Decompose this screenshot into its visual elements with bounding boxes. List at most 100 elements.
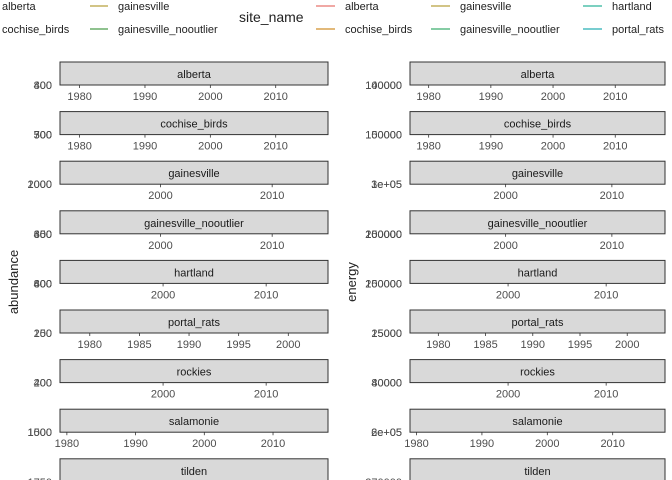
facet-strip bbox=[59, 458, 329, 480]
x-tick-label: 2010 bbox=[600, 190, 624, 202]
facet-strip-label: portal_rats bbox=[168, 317, 220, 329]
legend-left: alberta gainesville cochise_birds gainesvil… bbox=[2, 1, 218, 36]
legend-item: alberta bbox=[316, 1, 380, 13]
legend-item: cochise_birds bbox=[2, 24, 70, 36]
x-tick-label: 2010 bbox=[603, 91, 627, 103]
x-tick-label: 2000 bbox=[148, 240, 172, 252]
x-tick-label: 2000 bbox=[541, 141, 565, 153]
y-axis-label: energy bbox=[344, 262, 359, 302]
facet-strip bbox=[59, 111, 329, 136]
facet-strip bbox=[59, 210, 329, 235]
legend-right: site_name alberta gainesville hartland coch… bbox=[239, 1, 664, 36]
x-tick-label: 2010 bbox=[594, 289, 618, 301]
facet-strip-label: salamonie bbox=[169, 416, 219, 428]
facet-strip-label: salamonie bbox=[512, 416, 562, 428]
y-tick-label: 1000 bbox=[28, 179, 52, 191]
x-tick-label: 1990 bbox=[470, 438, 494, 450]
y-tick-label: 700 bbox=[34, 130, 52, 142]
facet-strip-label: tilden bbox=[181, 466, 207, 478]
x-tick-label: 2000 bbox=[493, 240, 517, 252]
y-tick-label: 25000 bbox=[371, 328, 402, 340]
x-tick-label: 1990 bbox=[133, 91, 157, 103]
x-tick-label: 2010 bbox=[263, 91, 287, 103]
y-tick-label: 800 bbox=[34, 278, 52, 290]
y-tick-label: 450 bbox=[34, 229, 52, 241]
y-tick-label: 200000 bbox=[365, 278, 402, 290]
x-tick-label: 2010 bbox=[600, 438, 624, 450]
x-tick-label: 2000 bbox=[496, 289, 520, 301]
facet-strip bbox=[59, 259, 329, 284]
legend-label: gainesville bbox=[118, 1, 169, 13]
legend-item: gainesville_nooutlier bbox=[90, 24, 218, 36]
facet-strip-label: gainesville bbox=[168, 168, 219, 180]
x-tick-label: 1990 bbox=[479, 141, 503, 153]
y-tick-label: 150000 bbox=[365, 130, 402, 142]
facet-strip bbox=[409, 210, 666, 235]
facet-strip-label: alberta bbox=[177, 69, 212, 81]
y-tick-label: 250000 bbox=[365, 229, 402, 241]
facet-strip-label: hartland bbox=[518, 267, 558, 279]
y-tick-label: 200000 bbox=[365, 229, 402, 241]
y-tick-label: 3e+05 bbox=[371, 179, 402, 191]
legend-item: gainesville bbox=[431, 1, 511, 13]
legend-item: alberta bbox=[2, 1, 37, 13]
x-tick-label: 2010 bbox=[254, 289, 278, 301]
x-tick-label: 2000 bbox=[541, 91, 565, 103]
x-tick-label: 2000 bbox=[198, 91, 222, 103]
y-tick-label: 500 bbox=[34, 130, 52, 142]
x-tick-label: 2010 bbox=[260, 240, 284, 252]
legend-label: gainesville_nooutlier bbox=[460, 24, 560, 36]
x-tick-label: 1995 bbox=[568, 339, 592, 351]
facet-strip bbox=[59, 359, 329, 384]
y-tick-label: 40000 bbox=[371, 378, 402, 390]
x-tick-label: 1990 bbox=[521, 339, 545, 351]
x-tick-label: 1980 bbox=[78, 339, 102, 351]
y-tick-label: 600 bbox=[34, 229, 52, 241]
legend-label: cochise_birds bbox=[345, 24, 413, 36]
legend-label: alberta bbox=[345, 1, 380, 13]
facet-strip bbox=[409, 61, 666, 86]
legend-title: site_name bbox=[239, 9, 304, 25]
y-tick-label: 250 bbox=[34, 328, 52, 340]
y-tick-label: 800 bbox=[34, 80, 52, 92]
facet-strip-label: tilden bbox=[524, 466, 550, 478]
facet-strip bbox=[59, 408, 329, 433]
facet-strip-label: cochise_birds bbox=[504, 119, 572, 131]
facet-strip-label: hartland bbox=[174, 267, 214, 279]
x-tick-label: 1980 bbox=[404, 438, 428, 450]
facet-strip-label: portal_rats bbox=[512, 317, 564, 329]
y-tick-label: 150000 bbox=[365, 278, 402, 290]
facet-strip-label: gainesville_nooutlier bbox=[144, 218, 244, 230]
y-tick-label: 300 bbox=[34, 229, 52, 241]
x-tick-label: 2000 bbox=[148, 190, 172, 202]
x-tick-label: 1990 bbox=[123, 438, 147, 450]
facet-strip bbox=[409, 259, 666, 284]
x-tick-label: 1995 bbox=[226, 339, 250, 351]
x-tick-label: 1985 bbox=[127, 339, 151, 351]
y-tick-label: 1750 bbox=[28, 477, 52, 480]
facet-panel: tilden270000 bbox=[365, 458, 666, 480]
facet-strip bbox=[409, 458, 666, 480]
x-tick-label: 1980 bbox=[416, 91, 440, 103]
legend-item: portal_rats bbox=[583, 24, 664, 36]
legend-item: hartland bbox=[583, 1, 652, 13]
facet-strip-label: gainesville bbox=[512, 168, 563, 180]
y-tick-label: 1e+05 bbox=[371, 179, 402, 191]
legend-label: hartland bbox=[612, 1, 652, 13]
y-tick-label: 140000 bbox=[365, 80, 402, 92]
x-tick-label: 1990 bbox=[133, 141, 157, 153]
facet-strip bbox=[409, 160, 666, 185]
y-axis-label: abundance bbox=[6, 250, 21, 314]
x-tick-label: 2010 bbox=[260, 190, 284, 202]
x-tick-label: 2010 bbox=[600, 240, 624, 252]
y-tick-label: 600 bbox=[34, 278, 52, 290]
x-tick-label: 2010 bbox=[261, 438, 285, 450]
x-tick-label: 2010 bbox=[603, 141, 627, 153]
